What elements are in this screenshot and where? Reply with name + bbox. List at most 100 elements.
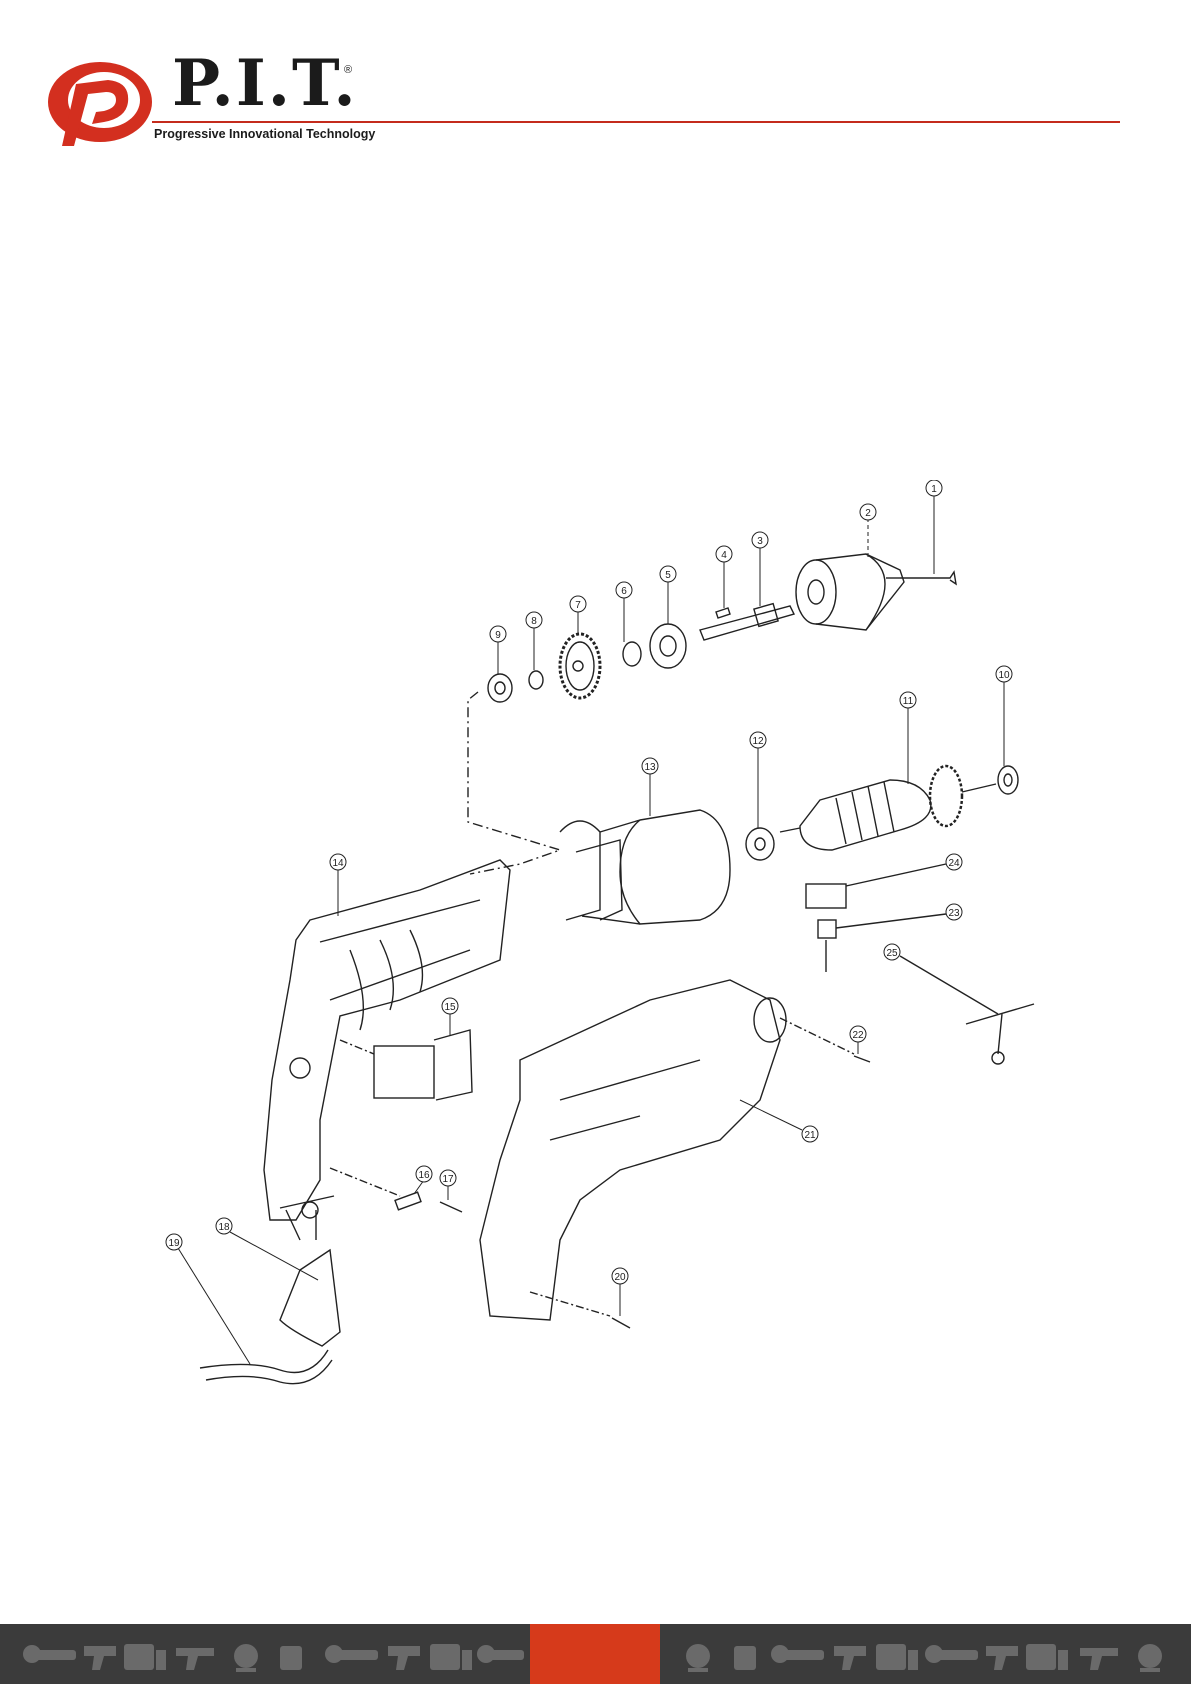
svg-text:15: 15 [444,1002,456,1013]
callout-11: 11 [899,691,917,784]
brand-tagline: Progressive Innovational Technology [154,127,376,141]
callout-8: 8 [525,611,543,670]
callout-9: 9 [489,625,507,674]
callout-5: 5 [659,565,677,624]
washer-part [528,670,544,690]
svg-text:17: 17 [442,1174,454,1185]
tile-cutter-icon [280,1646,302,1670]
callout-25: 25 [883,943,901,961]
svg-text:14: 14 [332,858,344,869]
svg-text:24: 24 [948,858,960,869]
generator-icon [124,1644,166,1670]
footer-page-tab [530,1624,660,1684]
armature-part [779,764,997,851]
callout-2: 2 [859,503,877,560]
generator-icon [1026,1644,1068,1670]
angle-grinder-icon [477,1645,524,1663]
drill-icon [986,1646,1018,1670]
callout-13: 13 [641,757,659,816]
callout-16: 16 [413,1165,433,1195]
callout-20: 20 [611,1267,629,1316]
footer-tool-icons [23,1644,1162,1672]
callout-12: 12 [749,731,767,828]
concrete-mixer-icon [686,1644,710,1672]
svg-text:13: 13 [644,762,656,773]
bit-holder-part [886,570,957,586]
power-cable-part [199,1195,341,1385]
generator-icon [430,1644,472,1670]
screw-part [611,1317,631,1329]
svg-text:19: 19 [168,1238,180,1249]
angle-grinder-icon [771,1645,824,1663]
page-footer [0,1624,1191,1684]
callout-4: 4 [715,545,733,608]
callout-22: 22 [849,1025,867,1054]
bearing-part [649,623,687,669]
screw-part [853,1055,871,1063]
callout-1: 1 [925,480,943,574]
cable-clamp-part [329,1167,422,1211]
svg-text:23: 23 [948,908,960,919]
callout-14: 14 [329,853,347,916]
svg-text:11: 11 [903,696,914,707]
circlip-part [622,641,642,667]
svg-text:9: 9 [495,630,501,641]
rear-bearing-part [997,765,1019,795]
brand-name: P.I.T. [172,46,358,121]
hammer-drill-icon [1080,1648,1118,1670]
svg-text:20: 20 [614,1272,626,1283]
callout-15: 15 [441,997,459,1036]
concrete-mixer-icon [1138,1644,1162,1672]
callout-21: 21 [739,1099,819,1143]
callout-19: 19 [165,1233,251,1365]
callout-17: 17 [439,1169,457,1200]
front-armature-bearing-part [745,827,775,861]
angle-grinder-icon [23,1645,76,1663]
hammer-drill-icon [176,1648,214,1670]
exploded-parts-diagram: 1 2 3 4 5 6 7 8 9 10 11 12 13 14 15 16 1… [165,480,1035,1385]
gear-part [558,632,602,700]
svg-text:12: 12 [752,736,764,747]
svg-text:2: 2 [865,508,871,519]
drill-chuck-part [795,553,905,631]
key-part [715,607,731,619]
callout-24: 24 [945,853,963,871]
svg-text:21: 21 [804,1130,816,1141]
carbon-brush-part [817,913,947,972]
right-housing-part [479,979,855,1321]
drill-icon [834,1646,866,1670]
svg-text:7: 7 [575,600,581,611]
svg-text:5: 5 [665,570,671,581]
header-rule [152,121,1120,123]
spindle-part [699,602,796,641]
stator-part [559,809,731,925]
angle-grinder-icon [925,1645,978,1663]
registered-mark: ® [344,64,353,76]
callout-3: 3 [751,531,769,606]
small-bearing-part [487,673,513,703]
part-callouts: 1 2 3 4 5 6 7 8 9 10 11 12 13 14 15 16 1… [165,480,1013,1365]
tile-cutter-icon [734,1646,756,1670]
callout-7: 7 [569,595,587,634]
svg-text:16: 16 [418,1170,430,1181]
screw-part [439,1201,463,1213]
drill-icon [84,1646,116,1670]
page-header: P.I.T. ® Progressive Innovational Techno… [0,0,1191,160]
svg-text:18: 18 [218,1222,230,1233]
drill-icon [388,1646,420,1670]
svg-text:6: 6 [621,586,627,597]
pit-logo-icon [48,62,152,146]
switch-part [339,1029,473,1101]
svg-text:8: 8 [531,616,537,627]
chuck-key-part [899,955,1035,1065]
svg-text:4: 4 [721,550,727,561]
left-housing-part [263,859,511,1221]
callout-10: 10 [995,665,1013,766]
svg-text:22: 22 [852,1030,864,1041]
svg-text:10: 10 [998,670,1010,681]
callout-6: 6 [615,581,633,642]
svg-text:25: 25 [886,948,898,959]
callout-18: 18 [215,1217,319,1281]
callout-23: 23 [945,903,963,921]
concrete-mixer-icon [234,1644,258,1672]
